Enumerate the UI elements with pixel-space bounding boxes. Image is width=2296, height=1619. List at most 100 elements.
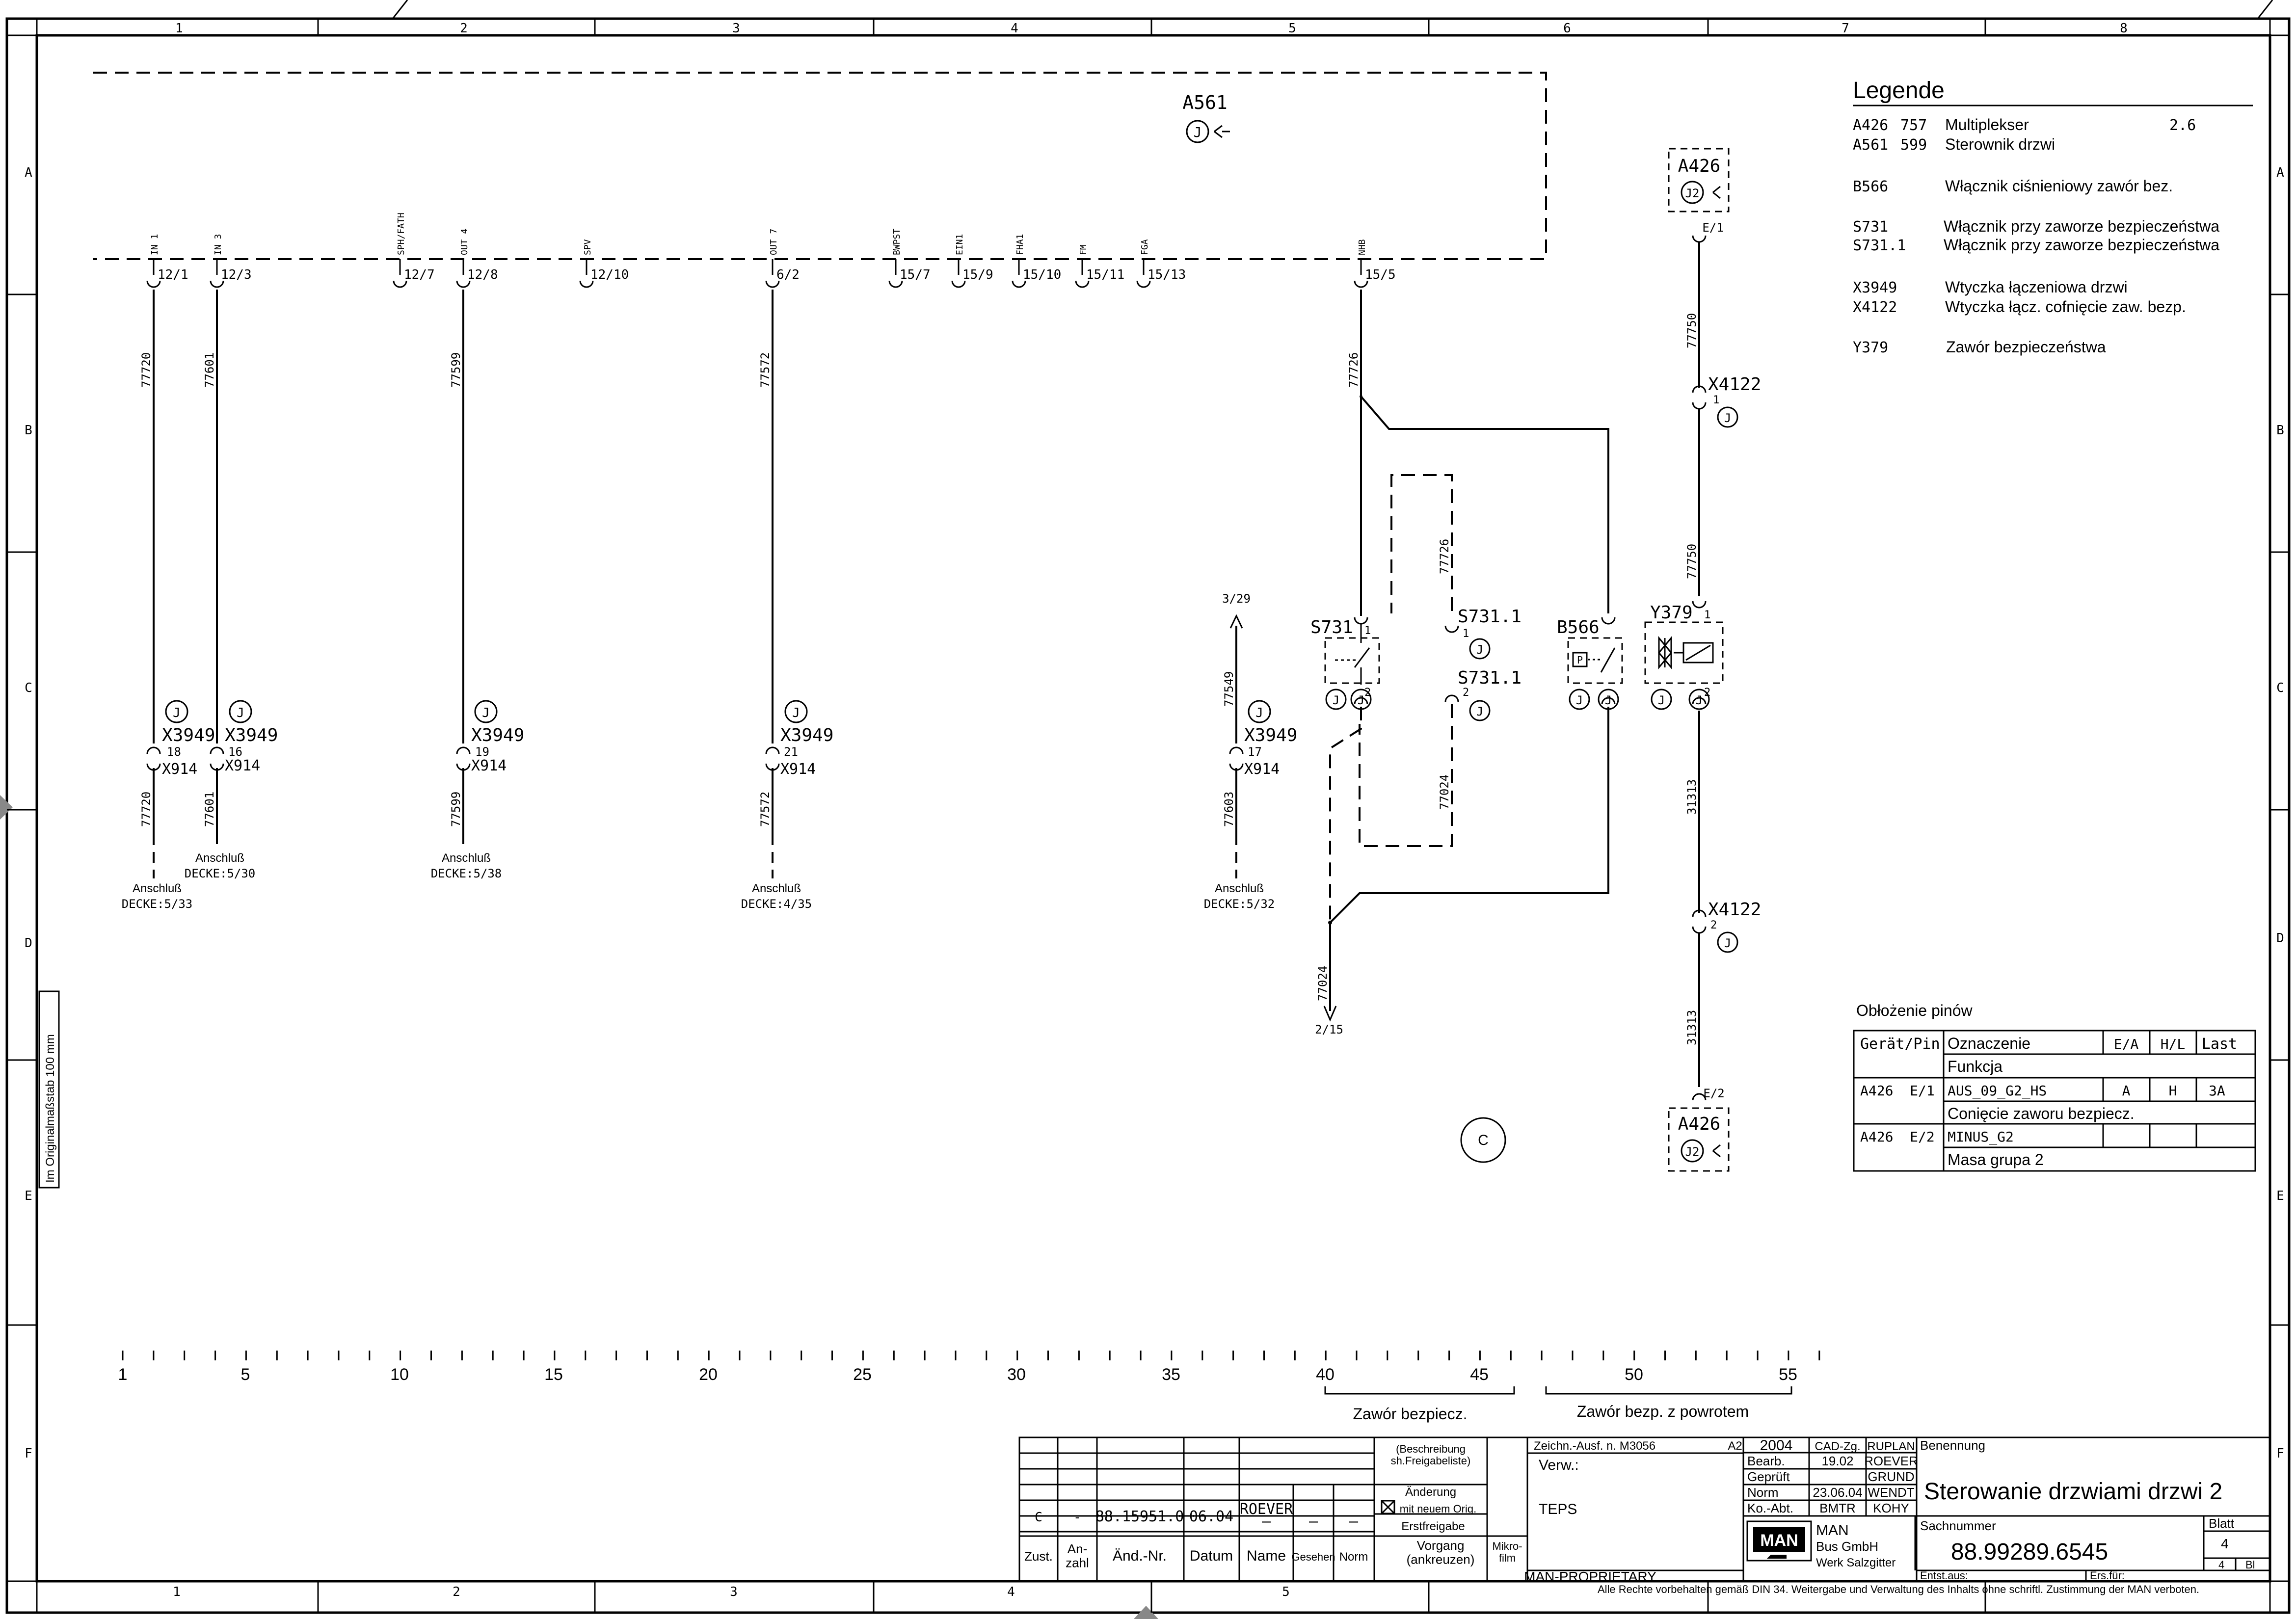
connector-name: X4122 xyxy=(1708,900,1761,920)
anschluss-word: Anschluß xyxy=(1215,882,1264,895)
ruler-label: 15 xyxy=(544,1365,563,1384)
rev-header: An-zahl xyxy=(1066,1541,1089,1570)
note-mit-neuem: mit neuem Orig. xyxy=(1400,1503,1477,1515)
rev-anzahl: - xyxy=(1073,1510,1081,1525)
module-a561: A561 J xyxy=(93,72,1547,260)
ruler-group-label: Zawór bezp. z powrotem xyxy=(1577,1403,1749,1420)
bus-terminal-socket xyxy=(210,280,224,288)
row-label-left: A xyxy=(25,165,32,180)
company-name: MAN xyxy=(1816,1522,1849,1539)
connector-name: X4122 xyxy=(1708,374,1761,395)
bus-signal-pin: 15/5 xyxy=(1365,267,1396,282)
note-erstfreigabe: Erstfreigabe xyxy=(1401,1520,1465,1533)
bus-signal-name: FGA xyxy=(1140,239,1150,255)
blatt-total: 4 xyxy=(2218,1559,2224,1571)
year-label: 2004 xyxy=(1760,1437,1793,1454)
rev-header: Datum xyxy=(1190,1548,1233,1564)
pin-table-title: Obłożenie pinów xyxy=(1856,1002,1973,1019)
anschluss-notes: Anschluß DECKE:5/33 Anschluß DECKE:5/30 … xyxy=(122,851,1275,911)
position-ruler: 1 5 10 15 20 25 30 35 40 45 50 55 Zawór … xyxy=(118,1351,1820,1423)
pin-table-cell: A426 E/1 xyxy=(1860,1083,1935,1099)
legend-code: A561 xyxy=(1853,136,1888,154)
legend-text: Włącznik przy zaworze bezpieczeństwa xyxy=(1944,217,2219,235)
col-label-bottom: 5 xyxy=(1282,1585,1290,1599)
connector-x3949-18: J X3949 18 X914 xyxy=(146,700,215,778)
anschluss-word: Anschluß xyxy=(195,851,244,865)
wire-number: 77572 xyxy=(758,792,772,827)
pin-table-cell: A xyxy=(2122,1083,2131,1099)
anschluss-ref: DECKE:5/38 xyxy=(431,867,502,880)
ers-fuer: Ers.für: xyxy=(2090,1569,2125,1582)
module-label: A561 xyxy=(1182,92,1228,113)
row-label-left: D xyxy=(25,936,32,951)
ruler-group-label: Zawór bezpiecz. xyxy=(1353,1405,1468,1423)
company-logo: MAN xyxy=(1760,1531,1798,1550)
bus-signal-pin: 6/2 xyxy=(776,267,800,282)
bus-signal-pin: 12/7 xyxy=(404,267,435,282)
legend-ref: 2.6 xyxy=(2169,117,2196,134)
bus-terminal-socket xyxy=(1136,280,1151,288)
component-label: B566 xyxy=(1557,617,1600,637)
wire-number: 77726 xyxy=(1438,539,1451,574)
sachnummer-label: Sachnummer xyxy=(1920,1518,1996,1533)
bus-signal-name: IN 3 xyxy=(213,234,223,255)
legend-text: Sterownik drzwi xyxy=(1945,135,2055,153)
cad-label: CAD-Zg. xyxy=(1815,1440,1860,1453)
bus-terminal-socket xyxy=(888,280,903,288)
bus-signal-pin: 15/10 xyxy=(1023,267,1061,282)
legend-code: Y379 xyxy=(1853,339,1888,356)
role-date: 23.06.04 xyxy=(1813,1485,1862,1500)
benennung-label: Benennung xyxy=(1920,1438,1985,1453)
bus-terminal-socket xyxy=(765,280,780,288)
connector-sub: X914 xyxy=(780,761,816,778)
terminal-label: E/1 xyxy=(1702,221,1723,235)
bus-signal-pin: 15/9 xyxy=(962,267,993,282)
bus-terminal-socket xyxy=(393,280,407,288)
col-label-top: 7 xyxy=(1842,21,1849,36)
frame-column-labels: 1 2 3 4 5 6 7 8 1 2 3 4 5 xyxy=(173,21,2128,1599)
pin-assignment-table: Obłożenie pinów Gerät/Pin Oznaczenie E/A… xyxy=(1853,1002,2256,1172)
pin-table-header: E/A xyxy=(2114,1036,2139,1052)
wire-number: 77599 xyxy=(449,352,463,388)
role-name: KOHY xyxy=(1873,1501,1909,1515)
connector-name: X3949 xyxy=(780,725,833,745)
wire-number: 77024 xyxy=(1438,774,1451,810)
row-label-right: F xyxy=(2276,1446,2284,1461)
legend-text: Włącznik ciśnieniowy zawór bez. xyxy=(1945,177,2173,195)
bus-signal-name: FM xyxy=(1078,244,1089,255)
legend-text: Włącznik przy zaworze bezpieczeństwa xyxy=(1944,236,2219,254)
blatt-bl: Bl xyxy=(2245,1559,2255,1571)
bus-signal-name: FHA1 xyxy=(1015,234,1025,255)
connector-pin: 16 xyxy=(228,745,242,759)
role-label: Bearb. xyxy=(1747,1454,1785,1468)
bus-signal-pin: 12/3 xyxy=(221,267,252,282)
verw-label: Verw.: xyxy=(1539,1457,1579,1473)
component-label: S731.1 xyxy=(1458,668,1522,688)
role-label: Norm xyxy=(1747,1485,1779,1500)
switch-b566: B566 P J J xyxy=(1557,617,1623,710)
center-mark-bottom-icon xyxy=(1134,1606,1158,1619)
col-label-top: 8 xyxy=(2120,21,2128,36)
terminal-label: 1 xyxy=(1463,628,1469,640)
col-label-top: 4 xyxy=(1011,21,1018,36)
jack-label: J xyxy=(237,706,244,720)
rev-dash: — xyxy=(1262,1513,1271,1530)
bus-signal-name: IN 1 xyxy=(150,234,160,255)
jack-label: J xyxy=(482,706,490,720)
pin-table-header: Last xyxy=(2202,1035,2237,1053)
note-aenderung: Änderung xyxy=(1405,1486,1456,1499)
frame-row-labels: A B C D E F A B C D E F xyxy=(25,165,2284,1461)
bus-signal-pin: 12/10 xyxy=(590,267,629,282)
note-mikrofilm: Mikro-film xyxy=(1492,1540,1522,1564)
col-label-bottom: 1 xyxy=(173,1585,181,1599)
row-label-left: B xyxy=(25,423,32,438)
rev-aend-nr: 88.15951.0 xyxy=(1095,1508,1184,1525)
safety-valve-circuit: 77726 77726 77024 S731 1 2 J J xyxy=(1222,290,1623,1036)
scale-note: Im Originalmaßstab 100 mm xyxy=(44,1034,57,1183)
role-date: 19.02 xyxy=(1821,1454,1853,1468)
bus-signal-pin: 12/8 xyxy=(467,267,498,282)
bus-terminal-socket xyxy=(456,280,471,288)
wire-group-left: 77720 77601 77599 77572 77720 77601 7759… xyxy=(139,290,774,878)
connector-name: X3949 xyxy=(225,725,278,745)
